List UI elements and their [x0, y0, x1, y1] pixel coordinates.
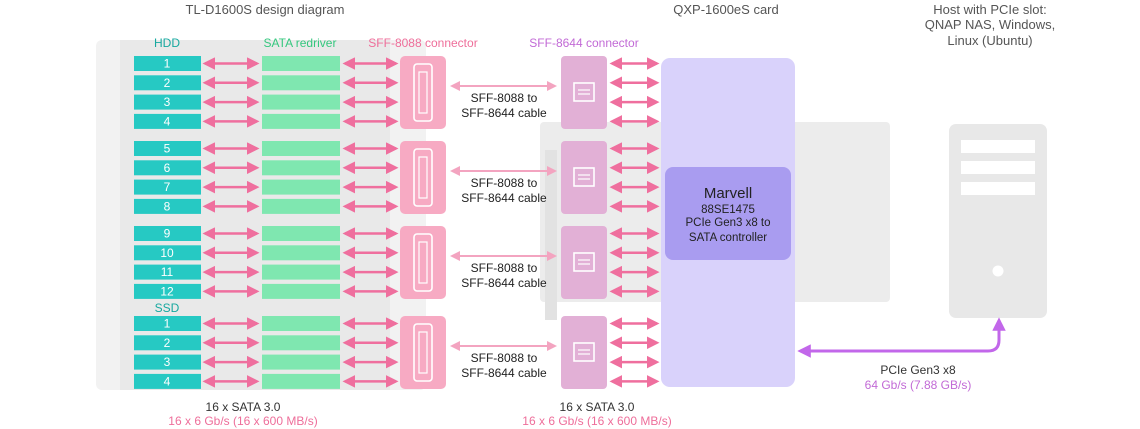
drive-bay-number: 7: [164, 180, 171, 194]
sata-redriver: [262, 198, 340, 214]
drive-bay: [134, 264, 201, 280]
drive-bay-number: 1: [164, 57, 171, 71]
drive-bay: [134, 94, 201, 110]
drive-bay: [134, 198, 201, 214]
redriver-label: SATA redriver: [264, 36, 337, 50]
card-title: QXP-1600eS card: [673, 2, 779, 17]
sff8088-connector: [400, 141, 446, 214]
sff8644-connector: [561, 316, 607, 389]
drive-bay: [134, 75, 201, 91]
drive-bay-number: 6: [164, 161, 171, 175]
sata-redriver: [262, 94, 340, 110]
drive-bay: [134, 179, 201, 195]
sata-redriver: [262, 354, 340, 370]
mid-bandwidth-main: 16 x SATA 3.0: [560, 400, 635, 414]
pcie-bandwidth-main: PCIe Gen3 x8: [880, 363, 956, 377]
drive-bay-number: 8: [164, 199, 171, 213]
sata-redriver: [262, 113, 340, 129]
drive-bay: [134, 113, 201, 129]
controller-line-1: 88SE1475: [701, 204, 755, 216]
host-computer-icon: [949, 124, 1047, 318]
drive-bay-number: 10: [160, 246, 174, 260]
sata-redriver: [262, 335, 340, 351]
marvell-controller: Marvell 88SE1475 PCIe Gen3 x8 to SATA co…: [665, 167, 791, 260]
drive-bay-number: 3: [164, 95, 171, 109]
mid-bandwidth-sub: 16 x 6 Gb/s (16 x 600 MB/s): [522, 414, 671, 428]
drive-bay-number: 1: [164, 317, 171, 331]
drive-bay: [134, 316, 201, 331]
cable-label-line-2: SFF-8644 cable: [461, 276, 547, 290]
drive-bay: [134, 141, 201, 156]
drive-bay-number: 9: [164, 227, 171, 241]
sata-redriver: [262, 226, 340, 241]
drive-bay: [134, 354, 201, 370]
controller-chip: [665, 167, 791, 260]
drive-bay-number: 2: [164, 76, 171, 90]
pcie-link-arrow: [797, 317, 1006, 358]
sff8644-connector: [561, 56, 607, 129]
sata-redriver: [262, 75, 340, 91]
drive-bay-number: 4: [164, 114, 171, 128]
sff8088-connector: [400, 56, 446, 129]
sff8088-connectors: [400, 56, 446, 389]
host-title-line-1: Host with PCIe slot:: [933, 2, 1046, 17]
ssd-label: SSD: [155, 301, 180, 315]
sata-redriver: [262, 56, 340, 71]
sata-redriver: [262, 160, 340, 176]
drive-bay: [134, 226, 201, 241]
drive-bay: [134, 160, 201, 176]
drive-bay: [134, 56, 201, 71]
drive-bay-number: 5: [164, 142, 171, 156]
sata-redriver: [262, 245, 340, 261]
cable-label-line-2: SFF-8644 cable: [461, 366, 547, 380]
drive-bay: [134, 245, 201, 261]
sff8088-connector: [400, 226, 446, 299]
drive-bay: [134, 335, 201, 351]
controller-name: Marvell: [704, 185, 752, 202]
sata-redriver: [262, 141, 340, 156]
sff8644-connector: [561, 226, 607, 299]
diagram-title: TL-D1600S design diagram: [186, 2, 345, 17]
sata-redriver: [262, 316, 340, 331]
controller-line-3: SATA controller: [689, 232, 767, 244]
host-title-line-2: QNAP NAS, Windows,: [925, 17, 1056, 32]
cable-label-line-1: SFF-8088 to: [471, 176, 538, 190]
cable-label-line-2: SFF-8644 cable: [461, 106, 547, 120]
sff8644-label: SFF-8644 connector: [529, 36, 638, 50]
sff8644-connectors: [561, 56, 607, 389]
drive-bay-number: 2: [164, 336, 171, 350]
sata-redriver: [262, 264, 340, 280]
sata-redriver: [262, 283, 340, 299]
left-bandwidth-sub: 16 x 6 Gb/s (16 x 600 MB/s): [168, 414, 317, 428]
cable-label-line-1: SFF-8088 to: [471, 261, 538, 275]
drive-bay-number: 11: [161, 265, 174, 279]
sff8088-connector: [400, 316, 446, 389]
drive-bay: [134, 373, 201, 389]
controller-line-2: PCIe Gen3 x8 to: [685, 217, 770, 229]
sata-redrivers: [262, 56, 340, 389]
sff8644-connector: [561, 141, 607, 214]
connection-arrows: [202, 57, 660, 388]
host-title-line-3: Linux (Ubuntu): [947, 33, 1032, 48]
pcie-bandwidth-sub: 64 Gb/s (7.88 GB/s): [865, 378, 972, 392]
sata-redriver: [262, 373, 340, 389]
sff8088-label: SFF-8088 connector: [368, 36, 477, 50]
drive-bay-number: 12: [160, 284, 174, 298]
drive-bay-number: 3: [164, 355, 171, 369]
cable-label-line-1: SFF-8088 to: [471, 351, 538, 365]
cable-label-line-1: SFF-8088 to: [471, 91, 538, 105]
drive-bay: [134, 283, 201, 299]
sata-redriver: [262, 179, 340, 195]
cable-label-line-2: SFF-8644 cable: [461, 191, 547, 205]
left-bandwidth-main: 16 x SATA 3.0: [206, 400, 281, 414]
hdd-label: HDD: [154, 36, 180, 50]
drive-bay-number: 4: [164, 374, 171, 388]
